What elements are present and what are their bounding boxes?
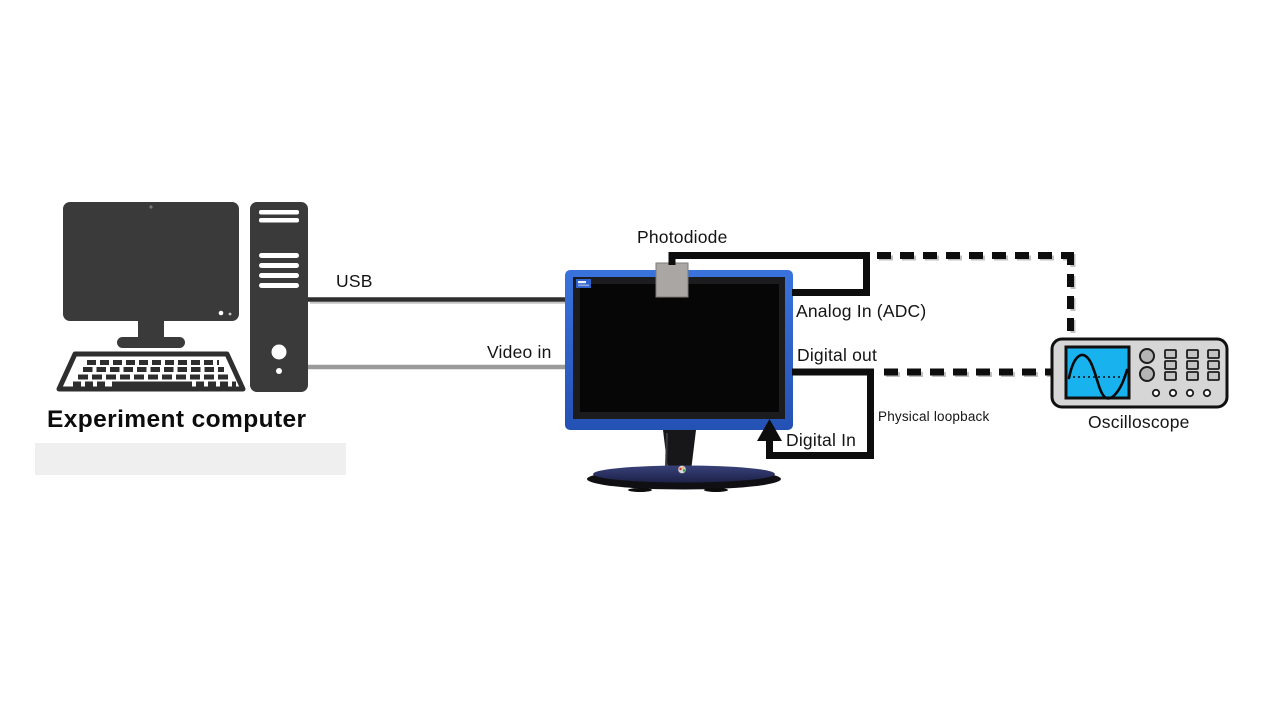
- digital-in-label: Digital In: [786, 430, 857, 450]
- usb-cable-line: [308, 297, 565, 304]
- sine-wave-icon: [1067, 353, 1129, 400]
- desktop-computer-icon: [56, 202, 308, 392]
- oscilloscope-icon: [1050, 337, 1229, 409]
- physical-loopback-label: Physical loopback: [878, 409, 990, 424]
- arrow-up-icon: [757, 419, 782, 441]
- photodiode-sensor-icon: [655, 262, 689, 298]
- analog-in-dashed-wire: [877, 252, 1076, 339]
- oscilloscope-label: Oscilloscope: [1088, 412, 1190, 432]
- physical-loopback-wire: [757, 374, 874, 459]
- keyboard-icon: [56, 351, 246, 392]
- photodiode-label: Photodiode: [637, 227, 728, 247]
- analog-in-label: Analog In (ADC): [796, 301, 927, 321]
- caption-highlight-box: [35, 443, 346, 475]
- scope-buttons: [1164, 349, 1220, 381]
- analog-in-wire: [668, 252, 870, 296]
- monitor-screen: [580, 284, 779, 412]
- monitor-sticker-logo: [576, 279, 591, 288]
- computer-tower-icon: [250, 202, 308, 392]
- monitor-stand: [587, 430, 781, 492]
- experiment-computer-label: Experiment computer: [47, 406, 307, 433]
- scope-knobs: [1139, 348, 1155, 382]
- video-in-label: Video in: [487, 342, 552, 362]
- display-monitor-icon: [565, 270, 793, 492]
- scope-leds: [1151, 388, 1212, 398]
- digital-out-label: Digital out: [797, 345, 878, 365]
- digital-out-dashed-wire: [884, 368, 1051, 377]
- icon-monitor: [63, 202, 239, 348]
- monitor-base-logo: [677, 465, 687, 474]
- usb-label: USB: [336, 271, 373, 291]
